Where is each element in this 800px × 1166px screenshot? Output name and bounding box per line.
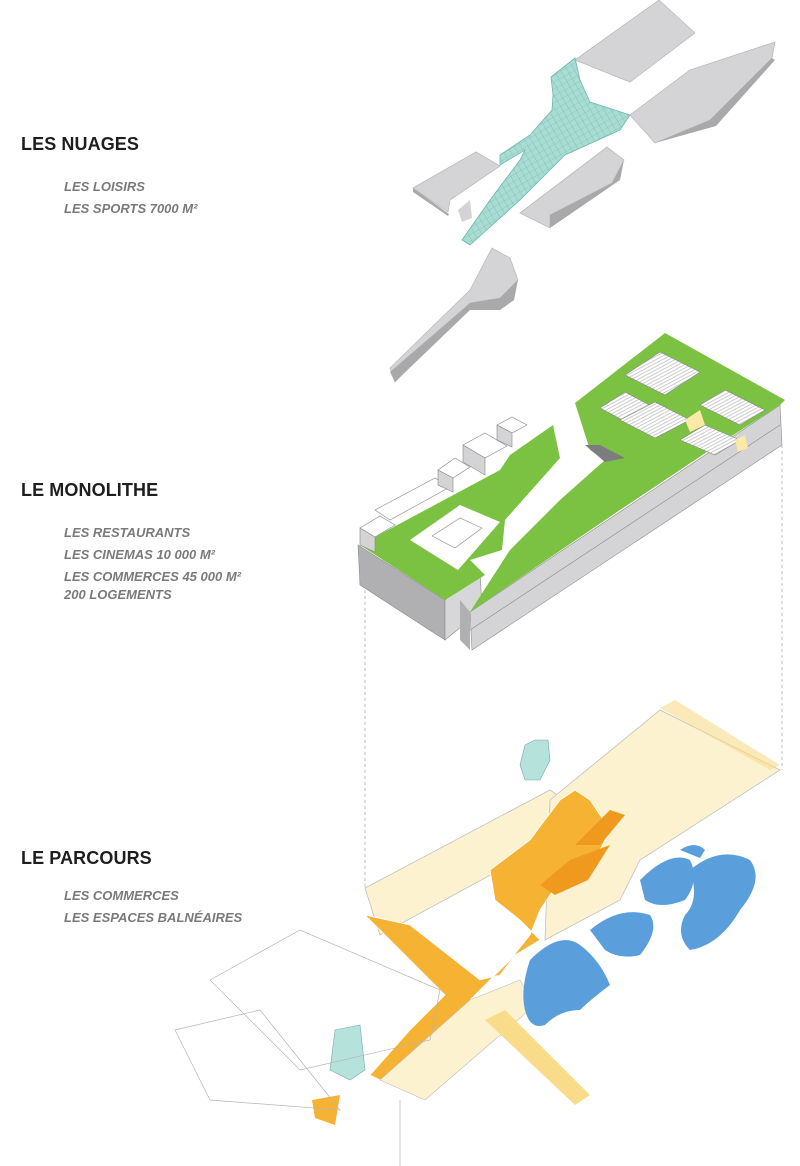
parcours-ground-plan — [174, 700, 781, 1166]
nuages-volumes — [389, 0, 776, 383]
program-item: 200 LOGEMENTS — [64, 587, 172, 602]
program-item: LES ESPACES BALNÉAIRES — [64, 910, 243, 925]
nuages-sports-hatch — [461, 57, 631, 246]
program-item: LES COMMERCES 45 000 M² — [64, 569, 241, 584]
nuages-program-list: LES LOISIRS LES SPORTS 7000 M² — [64, 176, 197, 220]
section-title-monolithe: LE MONOLITHE — [21, 480, 159, 500]
program-item: LES SPORTS 7000 M² — [64, 201, 198, 216]
projection-lines — [364, 445, 783, 890]
program-item: LES COMMERCES — [64, 888, 179, 903]
monolithe-program-list: LES RESTAURANTS LES CINEMAS 10 000 M² LE… — [64, 522, 241, 606]
parcours-program-list: LES COMMERCES LES ESPACES BALNÉAIRES — [64, 885, 242, 929]
section-title-parcours: LE PARCOURS — [21, 848, 152, 868]
program-item: LES LOISIRS — [64, 179, 145, 194]
section-title-nuages: LES NUAGES — [21, 134, 140, 154]
program-item: LES CINEMAS 10 000 M² — [64, 547, 215, 562]
program-item: LES RESTAURANTS — [64, 525, 191, 540]
monolithe-volumes — [357, 333, 785, 651]
